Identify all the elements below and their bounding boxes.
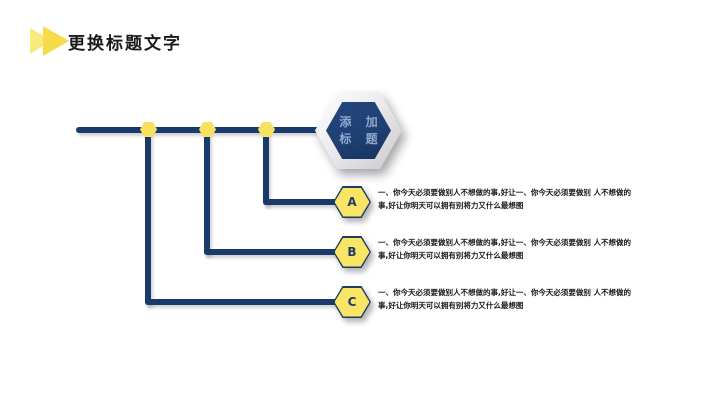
bullet-label-b: B — [347, 245, 357, 259]
branch-line-c-vertical — [145, 130, 151, 305]
junction-node-icon — [258, 122, 275, 137]
body-text-a[interactable]: 一、你今天必须要做别人不想做的事,好让一、你今天必须要做别 人不想做的事,好让你… — [378, 188, 631, 210]
hexagon-silver-frame: 添 加 标 题 — [315, 92, 402, 169]
junction-node-icon — [199, 122, 216, 137]
branch-line-a-horizontal — [263, 199, 340, 205]
bullet-label-c: C — [347, 295, 357, 309]
bullet-hexagon-a[interactable]: A — [333, 186, 371, 218]
page-title[interactable]: 更换标题文字 — [68, 33, 182, 54]
branch-line-c-horizontal — [145, 299, 340, 305]
add-title-hexagon[interactable]: 添 加 标 题 — [315, 92, 402, 169]
triangle-icon — [43, 26, 69, 56]
add-title-text-line1: 添 加 — [339, 114, 383, 129]
body-text-c[interactable]: 一、你今天必须要做别人不想做的事,好让一、你今天必须要做别 人不想做的事,好让你… — [378, 288, 631, 310]
branch-line-b-horizontal — [204, 249, 340, 255]
bullet-hexagon-b[interactable]: B — [333, 236, 371, 268]
branch-line-a-vertical — [263, 130, 269, 205]
fast-forward-icon — [30, 26, 74, 56]
junction-node-icon — [140, 122, 157, 137]
bullet-label-a: A — [347, 195, 357, 209]
add-title-text-line2: 标 题 — [339, 131, 383, 146]
hexagon-navy-core: 添 加 标 题 — [326, 102, 391, 159]
slide-title-block[interactable]: 更换标题文字 — [30, 26, 182, 56]
bullet-hexagon-c[interactable]: C — [333, 286, 371, 318]
branch-line-b-vertical — [204, 130, 210, 255]
main-horizontal-line — [76, 127, 322, 133]
body-text-b[interactable]: 一、你今天必须要做别人不想做的事,好让一、你今天必须要做别 人不想做的事,好让你… — [378, 238, 631, 260]
